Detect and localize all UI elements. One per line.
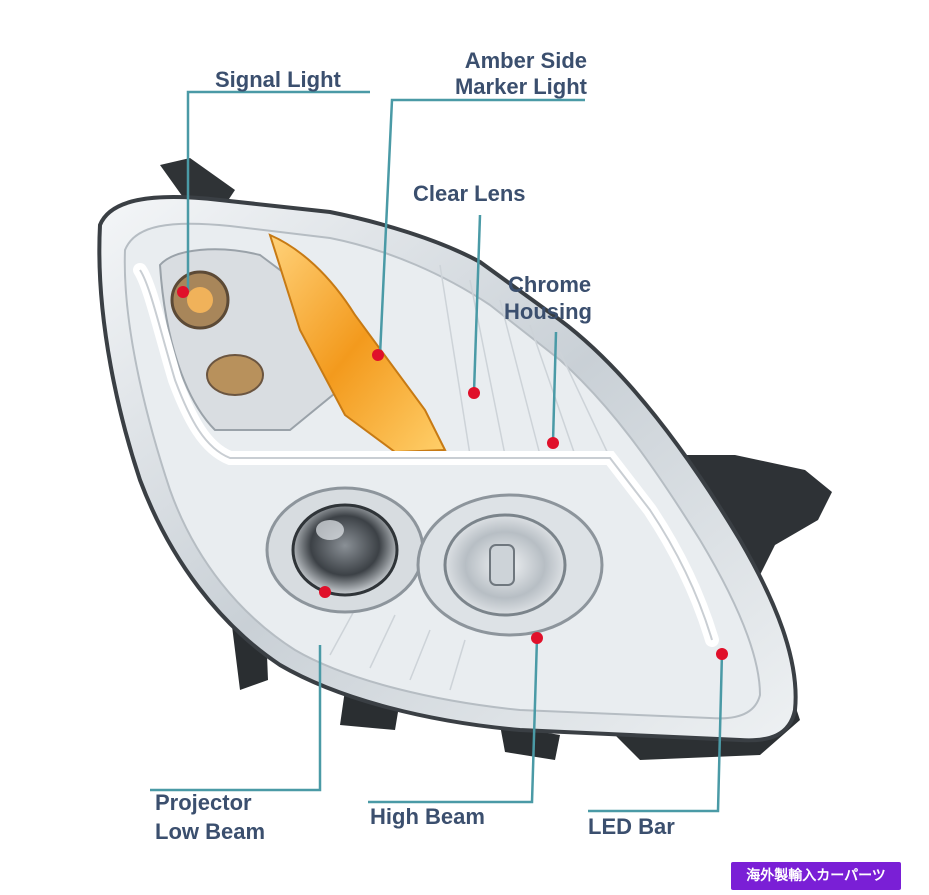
label-led-bar: LED Bar bbox=[588, 814, 675, 839]
label-signal-light: Signal Light bbox=[215, 67, 341, 92]
label-amber-side-marker-line1: Amber Side bbox=[464, 48, 587, 73]
marker-dots bbox=[177, 286, 728, 660]
led-bar-edge bbox=[139, 269, 713, 641]
marker-dot-signal-light bbox=[177, 286, 189, 298]
watermark-badge: 海外製輸入カーパーツ bbox=[731, 862, 901, 890]
label-projector-low-beam-line2: Low Beam bbox=[155, 819, 266, 844]
marker-dot-high-beam bbox=[531, 632, 543, 644]
marker-dot-clear-lens bbox=[468, 387, 480, 399]
marker-dot-amber-side-marker bbox=[372, 349, 384, 361]
high-beam-assembly bbox=[416, 493, 604, 637]
label-amber-side-marker-line2: Marker Light bbox=[454, 74, 587, 99]
leader-lines bbox=[150, 90, 724, 813]
label-clear-lens: Clear Lens bbox=[413, 181, 526, 206]
marker-dot-led-bar bbox=[716, 648, 728, 660]
label-high-beam: High Beam bbox=[370, 804, 485, 829]
label-projector-low-beam-line1: Projector bbox=[155, 790, 252, 815]
label-chrome-housing-line2: Housing bbox=[504, 299, 592, 324]
projector-low-beam-assembly bbox=[265, 486, 425, 614]
marker-dot-chrome-housing bbox=[547, 437, 559, 449]
marker-dot-projector-low-beam bbox=[319, 586, 331, 598]
label-chrome-housing-line1: Chrome bbox=[508, 272, 592, 297]
lens-ribs bbox=[329, 264, 611, 691]
